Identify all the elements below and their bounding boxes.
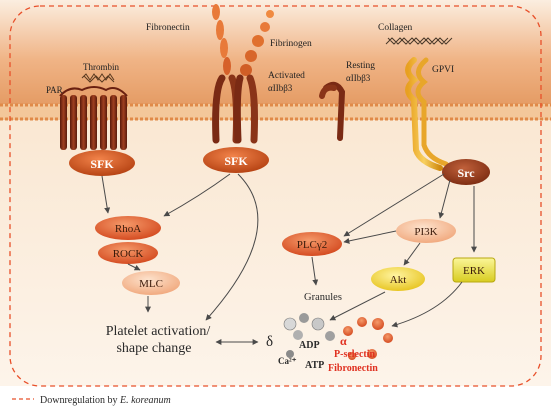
legend-text: Downregulation by E. koreanum — [40, 395, 171, 406]
thrombin-molecule — [81, 73, 115, 83]
resting-label: Resting — [346, 61, 375, 71]
legend-prefix: Downregulation by — [40, 395, 120, 406]
extracellular-band — [0, 0, 551, 108]
granules-label: Granules — [304, 292, 342, 303]
delta-granule-label: δ — [266, 334, 273, 350]
calcium-label: Ca²⁺ — [278, 356, 297, 366]
gpvi-label: GPVI — [432, 65, 454, 75]
pi3k-node — [396, 219, 456, 243]
par-receptor — [59, 86, 128, 150]
mlc-node — [122, 271, 180, 295]
thrombin-label: Thrombin — [83, 62, 119, 72]
resting-integrin-label: αIIbβ3 — [346, 73, 371, 83]
integrin-resting — [319, 81, 346, 141]
fibrinogen-molecule — [240, 10, 274, 76]
mlc-label: MLC — [139, 278, 163, 290]
alpha-granule-spheres — [343, 317, 393, 360]
collagen-fiber — [385, 37, 453, 45]
plcg2-node — [282, 232, 342, 256]
erk-label: ERK — [463, 265, 485, 277]
sfk-mid-label: SFK — [224, 154, 248, 168]
shape-change-label: shape change — [116, 341, 191, 356]
adp-label: ADP — [299, 340, 320, 351]
alpha-granule-label: α — [340, 334, 347, 348]
atp-label: ATP — [305, 360, 324, 371]
pathway-arrows — [101, 173, 477, 345]
fibronectin-molecule — [212, 4, 231, 75]
fibronectin-label: Fibronectin — [146, 23, 190, 33]
activated-integrin-label: αIIbβ3 — [268, 83, 293, 93]
cell-boundary — [9, 5, 542, 387]
activated-label: Activated — [268, 71, 305, 81]
plcg2-label: PLCγ2 — [297, 239, 328, 251]
akt-label: Akt — [390, 274, 407, 286]
erk-node — [452, 257, 496, 283]
rock-node — [98, 242, 158, 264]
pi3k-label: PI3K — [414, 226, 437, 238]
fibrinogen-label: Fibrinogen — [270, 39, 312, 49]
sfk-left-label: SFK — [90, 157, 114, 171]
par-label: PAR — [46, 85, 63, 95]
src-node — [442, 159, 490, 185]
sfk-left-node — [69, 150, 135, 176]
platelet-activation-label: Platelet activation/ — [106, 324, 211, 339]
rock-label: ROCK — [113, 248, 144, 260]
granule-fibronectin-label: Fibronectin — [328, 363, 378, 374]
dense-granule-spheres — [283, 313, 335, 358]
gpvi-receptor — [405, 57, 449, 171]
akt-node — [371, 267, 425, 291]
legend: Downregulation by E. koreanum — [12, 395, 171, 406]
rhoa-node — [95, 216, 161, 240]
legend-species: E. koreanum — [119, 395, 171, 406]
sfk-mid-node — [203, 147, 269, 173]
pselectin-label: P-selectin — [334, 349, 376, 360]
rhoa-label: RhoA — [115, 223, 141, 235]
collagen-label: Collagen — [378, 23, 413, 33]
integrin-activated — [233, 74, 258, 144]
src-label: Src — [457, 166, 475, 180]
